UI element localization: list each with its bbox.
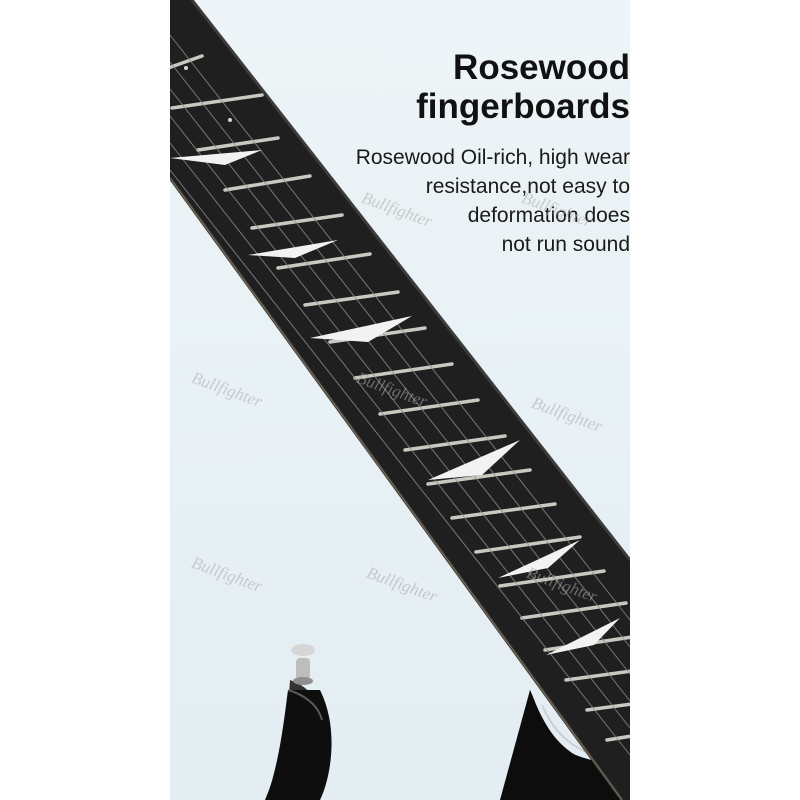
guitar-neck-illustration bbox=[170, 0, 630, 800]
inlay-4 bbox=[428, 440, 520, 480]
product-panel: Rosewood fingerboards Rosewood Oil-rich,… bbox=[170, 0, 630, 800]
description-line-4: not run sound bbox=[501, 233, 630, 256]
inlay-6 bbox=[546, 618, 620, 655]
strings bbox=[170, 34, 630, 756]
shark-fin-inlays bbox=[170, 150, 620, 655]
inlay-3 bbox=[310, 316, 412, 342]
description-line-2: resistance,not easy to bbox=[425, 175, 630, 198]
inlay-5 bbox=[498, 540, 580, 578]
description-line-3: deformation does bbox=[467, 204, 630, 227]
page-title-line-2: fingerboards bbox=[416, 87, 630, 126]
inlay-1 bbox=[170, 150, 262, 165]
strap-button bbox=[291, 644, 315, 685]
inlay-2 bbox=[248, 240, 338, 258]
rosewood-fingerboard bbox=[170, 0, 630, 800]
description-line-1: Rosewood Oil-rich, high wear bbox=[355, 146, 630, 169]
page-title-line-1: Rosewood bbox=[453, 48, 630, 87]
